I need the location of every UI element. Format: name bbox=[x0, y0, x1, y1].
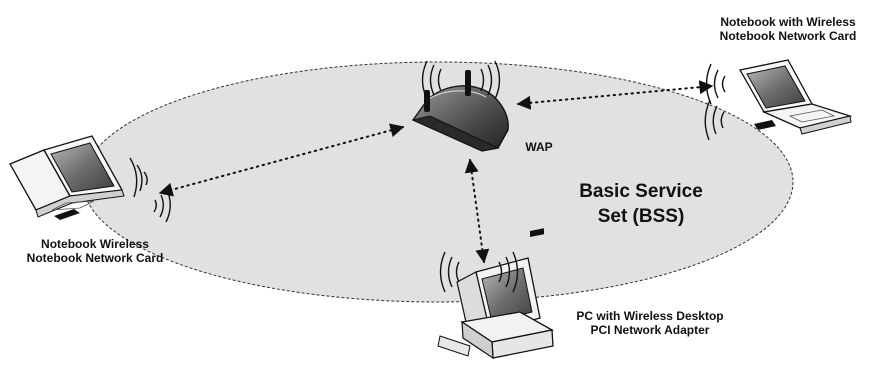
wireless-signal-icon bbox=[704, 63, 726, 141]
link-wap-right bbox=[516, 80, 714, 110]
label-line: Set (BSS) bbox=[597, 205, 685, 227]
label-notebook-top-right: Notebook with Wireless Notebook Network … bbox=[700, 15, 876, 44]
label-line: Notebook Network Card bbox=[719, 28, 857, 43]
label-line: Basic Service bbox=[579, 181, 703, 202]
laptop-icon bbox=[9, 135, 125, 220]
label-line: Notebook with Wireless bbox=[720, 15, 856, 29]
wireless-signal-icon bbox=[421, 60, 501, 100]
wireless-signal-icon bbox=[439, 251, 519, 293]
label-wap: WAP bbox=[514, 140, 564, 155]
label-line: Notebook Wireless bbox=[41, 237, 149, 251]
wireless-signal-icon bbox=[129, 157, 171, 223]
label-bss: Basic Service Set (BSS) bbox=[552, 180, 730, 229]
link-wap-pc bbox=[464, 158, 490, 264]
label-pc: PC with Wireless Desktop PCI Network Ada… bbox=[550, 309, 750, 338]
label-line: PCI Network Adapter bbox=[590, 322, 710, 337]
label-line: Notebook Network Card bbox=[26, 250, 164, 265]
label-line: PC with Wireless Desktop bbox=[576, 309, 724, 323]
laptop-icon bbox=[738, 59, 853, 135]
label-notebook-left: Notebook Wireless Notebook Network Card bbox=[0, 237, 190, 266]
link-wap-left bbox=[158, 123, 405, 197]
label-line: WAP bbox=[525, 140, 553, 154]
desktop-pc-icon bbox=[437, 228, 554, 360]
